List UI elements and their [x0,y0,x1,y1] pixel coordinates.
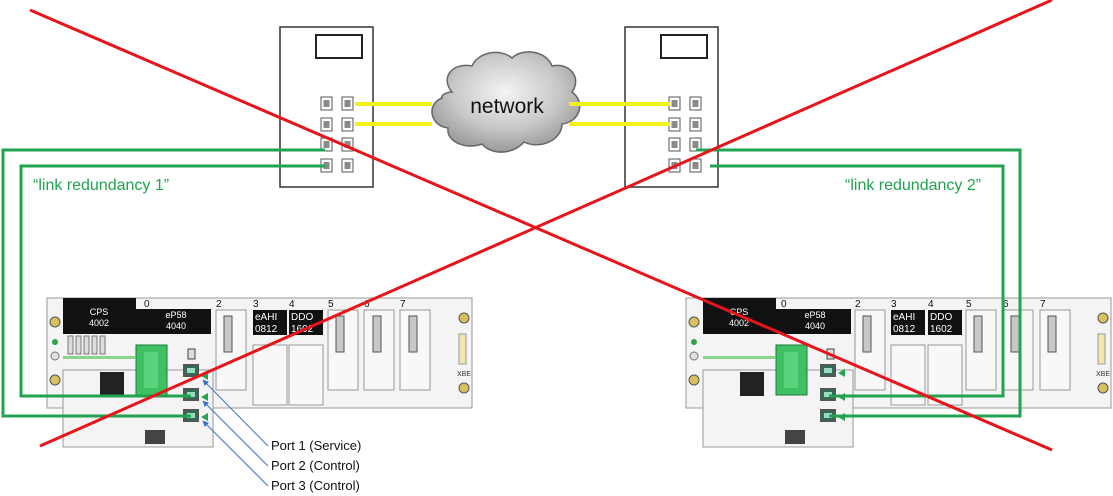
right-slot-3: 3 [891,299,897,310]
left-port-1 [183,364,199,377]
right-slot-2: 2 [855,299,861,310]
link-1-inner [19,164,325,398]
left-slot-5: 5 [328,299,334,310]
right-module-a-name: eAHI [893,312,915,323]
left-slot-0: 0 [144,299,150,310]
port-2-label: Port 2 (Control) [271,458,360,473]
right-slot-7: 7 [1040,299,1046,310]
link-1-outer [1,148,325,418]
left-cpu-ports [183,348,199,422]
right-slot-6: 6 [1003,299,1009,310]
right-slot-5: 5 [966,299,972,310]
port-1-pointer [202,379,269,447]
red-cross [29,0,1053,452]
left-module-a-ref: 0812 [255,324,278,335]
left-rack: CPS 4002 0 eP58 4040 [46,297,473,448]
left-slot-3: 3 [253,299,259,310]
network-links [355,102,670,126]
port-2-pointer [202,400,269,467]
right-cpu-module: 0 eP58 4040 [775,299,851,444]
red-cross-line-2 [39,0,1053,448]
left-cpu-ref: 4040 [166,321,186,331]
port-3-pointer [202,420,269,487]
left-slot-7: 7 [400,299,406,310]
left-slot-4: 4 [289,299,295,310]
port-annotations [202,379,269,487]
link-redundancy-2 [696,148,1022,418]
right-module-b-name: DDO [930,312,952,323]
link-redundancy-1-label: “link redundancy 1” [33,177,169,194]
port-1-label: Port 1 (Service) [271,438,361,453]
right-power-name: CPS [730,307,749,317]
network-cloud: network [431,51,581,153]
right-power-ref: 4002 [729,318,749,328]
right-module-a-ref: 0812 [893,324,916,335]
left-cpu-name: eP58 [165,310,186,320]
right-slot-0: 0 [781,299,787,310]
right-switch [624,26,719,188]
left-power-name: CPS [90,307,109,317]
left-switch [279,26,374,188]
left-slot-6: 6 [364,299,370,310]
link-redundancy-2-label: “link redundancy 2” [845,177,981,194]
left-module-a-name: eAHI [255,312,277,323]
right-port-1 [820,364,836,377]
left-power-ref: 4002 [89,318,109,328]
right-slot-4: 4 [928,299,934,310]
right-module-b-ref: 1602 [930,324,953,335]
left-power-module: CPS 4002 [49,298,136,396]
right-cpu-name: eP58 [804,310,825,320]
link-2-outer [696,148,1022,418]
port-3-label: Port 3 (Control) [271,478,360,493]
left-xbe-label: XBE [457,371,471,378]
network-label: network [470,95,544,118]
left-cpu-module: 0 eP58 4040 [135,299,211,444]
left-io-modules: 2 3 eAHI 0812 4 DDO 1602 5 6 7 XBE [215,299,471,406]
right-cpu-ref: 4040 [805,321,825,331]
left-slot-2: 2 [216,299,222,310]
link-2-inner [710,164,1005,398]
right-xbe-label: XBE [1096,371,1110,378]
left-module-b-name: DDO [291,312,313,323]
link-redundancy-1 [1,148,325,418]
red-cross-line-1 [29,8,1053,452]
